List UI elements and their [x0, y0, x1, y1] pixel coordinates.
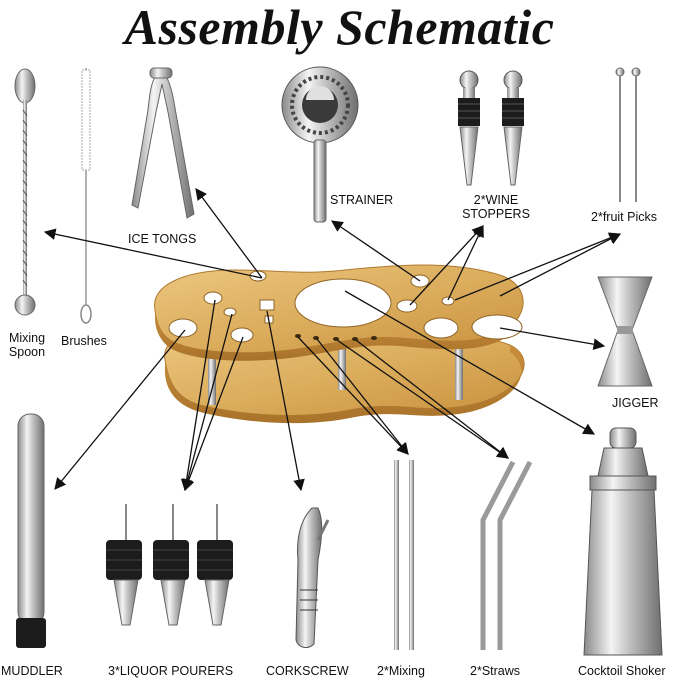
label-wine-stoppers-line1: 2*WINE [473, 193, 519, 207]
mixing-spoon-icon [14, 68, 36, 316]
corkscrew-icon [295, 507, 330, 648]
label-liquor-pourers: 3*LIQUOR POURERS [108, 664, 234, 678]
bamboo-stand [154, 264, 525, 424]
label-cocktail-shaker: Cocktoil Shoker [578, 664, 666, 678]
mixing-stick-icon [394, 460, 414, 650]
label-mixing: 2*Mixing [377, 664, 425, 678]
fruit-pick-icon [615, 67, 641, 202]
label-fruit-picks: 2*fruit Picks [591, 210, 657, 224]
label-ice-tongs: ICE TONGS [128, 232, 197, 246]
page-title: Assembly Schematic [124, 0, 555, 55]
label-wine-stoppers-line2: STOPPERS [462, 207, 530, 221]
label-jigger: JIGGER [612, 396, 659, 410]
label-muddler: MUDDLER [1, 664, 63, 678]
jigger-icon [597, 276, 653, 387]
muddler-icon [16, 413, 46, 648]
wine-stopper-icon [458, 70, 524, 186]
label-corkscrew: CORKSCREW [266, 664, 349, 678]
label-mixing-spoon-line1: Mixing [8, 331, 46, 345]
label-mixing-spoon-line2: Spoon [8, 345, 46, 359]
label-straws: 2*Straws [470, 664, 521, 678]
brush-icon [80, 68, 92, 324]
shaker-icon [583, 427, 663, 656]
label-strainer: STRAINER [330, 193, 394, 207]
ice-tongs-icon [131, 67, 195, 219]
liquor-pourer-icon [106, 504, 233, 626]
label-brushes: Brushes [61, 334, 107, 348]
strainer-icon [281, 66, 359, 223]
straw-icon [480, 460, 533, 650]
leader-arrows [43, 188, 622, 492]
